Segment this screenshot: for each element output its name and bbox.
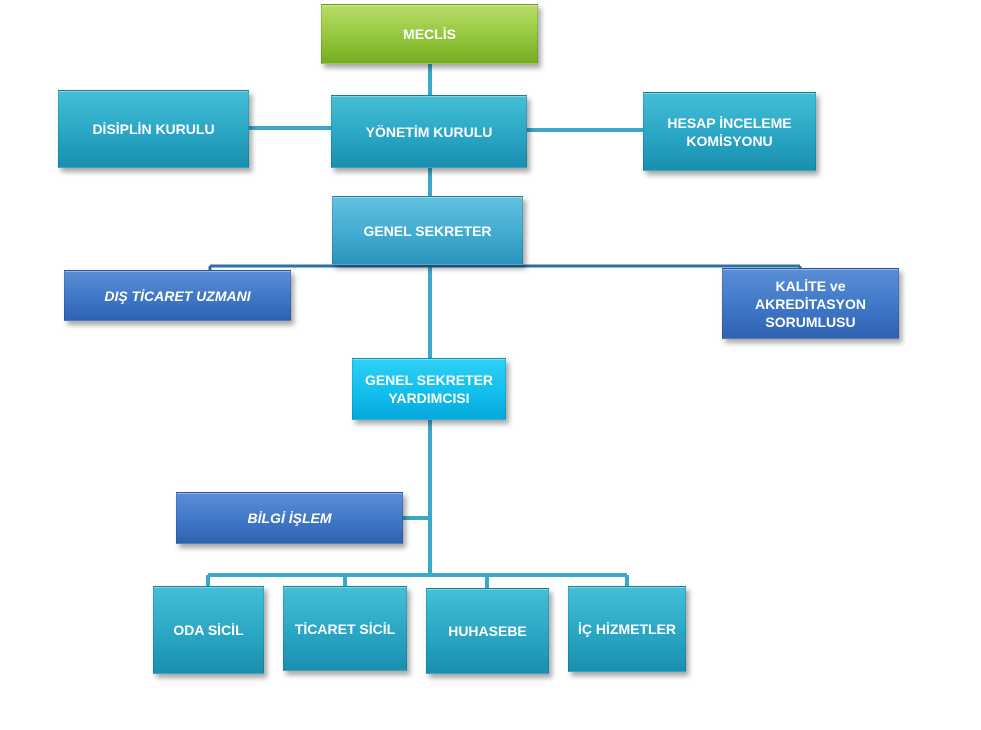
node-genel-sekreter-label: GENEL SEKRETER <box>363 222 492 239</box>
node-disiplin-kurulu: DİSİPLİN KURULU <box>58 90 249 168</box>
node-dis-ticaret-uzmani: DIŞ TİCARET UZMANI <box>64 270 291 321</box>
node-ticaret-sicil-label: TİCARET SİCİL <box>294 620 396 637</box>
node-genel-sekreter: GENEL SEKRETER <box>332 196 523 265</box>
node-oda-sicil: ODA SİCİL <box>153 586 264 674</box>
node-oda-sicil-label: ODA SİCİL <box>173 622 244 638</box>
node-yonetim-kurulu: YÖNETİM KURULU <box>331 95 527 168</box>
node-genel-sekreter-yardimcisi: GENEL SEKRETER YARDIMCISI <box>352 358 506 420</box>
node-disiplin-kurulu-label: DİSİPLİN KURULU <box>92 121 215 137</box>
node-meclis-label: MECLİS <box>403 26 456 42</box>
node-kalite-akreditasyon: KALİTE ve AKREDİTASYON SORUMLUSU <box>722 268 899 339</box>
node-ic-hizmetler-label: İÇ HİZMETLER <box>578 621 676 637</box>
node-hesap-inceleme: HESAP İNCELEME KOMİSYONU <box>643 92 816 171</box>
node-ticaret-sicil: TİCARET SİCİL <box>283 586 407 671</box>
node-muhasebe-label: HUHASEBE <box>448 623 527 639</box>
node-yonetim-kurulu-label: YÖNETİM KURULU <box>365 123 493 140</box>
node-genel-sekreter-yardimcisi-label: GENEL SEKRETER YARDIMCISI <box>364 372 494 406</box>
node-kalite-akreditasyon-label: KALİTE ve AKREDİTASYON SORUMLUSU <box>755 277 866 330</box>
node-hesap-inceleme-label: HESAP İNCELEME KOMİSYONU <box>667 114 792 149</box>
node-muhasebe: HUHASEBE <box>426 588 549 674</box>
node-dis-ticaret-uzmani-label: DIŞ TİCARET UZMANI <box>104 287 251 304</box>
node-bilgi-islem-label: BİLGİ İŞLEM <box>247 510 332 526</box>
node-meclis: MECLİS <box>321 4 538 64</box>
node-ic-hizmetler: İÇ HİZMETLER <box>568 586 686 672</box>
node-bilgi-islem: BİLGİ İŞLEM <box>176 492 403 544</box>
